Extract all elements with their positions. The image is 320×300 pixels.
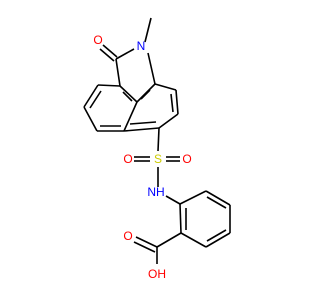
bond-c2-c2a (115, 58, 121, 87)
bond-c6-c5a (123, 127, 160, 132)
bond-c8a-c8 (154, 83, 177, 91)
bond-ar-2-inner (206, 196, 227, 209)
atom-labels: O N S O O NH O OH (93, 33, 191, 281)
bond-c6-c5a-inner (129, 121, 157, 125)
bond-c2a-c8b (119, 85, 138, 103)
bond-c2-n1 (115, 48, 135, 60)
bond-n1-c8a (147, 52, 156, 85)
atom-o-ketone: O (93, 33, 102, 47)
bond-ketone-double-a (102, 44, 118, 58)
bond-ar-1 (179, 190, 207, 205)
bond-c7-c6 (158, 113, 179, 129)
bond-c8a-c8b-inner (140, 89, 151, 100)
molecule-structure: O N S O O NH O OH (83, 17, 231, 281)
bond-c8-c7-inner (170, 93, 174, 113)
bond-c3-c4 (83, 84, 99, 108)
bond-ketone-double-b (99, 48, 115, 62)
bond-ar-4 (205, 232, 231, 248)
atom-o-sulfonyl-right: O (182, 152, 191, 166)
atom-nh-sulfonamide: NH (147, 185, 164, 199)
bond-c-o-double-b (133, 241, 156, 253)
bond-nh-c1p (165, 195, 181, 205)
bonds (83, 17, 231, 264)
bond-c2a-c8b-inner (122, 91, 133, 102)
atom-oh-acid: OH (148, 267, 166, 281)
bond-c4-c5 (83, 106, 98, 132)
bond-ar-5 (180, 232, 207, 248)
atom-o-carbonyl-acid: O (123, 229, 132, 243)
atom-o-sulfonyl-left: O (123, 152, 132, 166)
bond-c2a-c3 (97, 84, 121, 87)
bond-c6-s (157, 127, 160, 152)
bond-n1-methyl (144, 17, 152, 43)
bond-c-o-double-a (135, 236, 158, 248)
atom-n-lactam: N (137, 39, 146, 53)
bond-ar-6 (179, 203, 182, 234)
bond-ar-2 (205, 190, 231, 206)
bond-c8-c7 (175, 89, 179, 115)
bond-ar-4-inner (206, 229, 227, 242)
bond-ar-cooh (156, 232, 182, 248)
atom-s-sulfonyl: S (154, 152, 162, 166)
bond-c3-c4-inner (89, 90, 102, 109)
bond-c5a-c8b (123, 101, 138, 132)
